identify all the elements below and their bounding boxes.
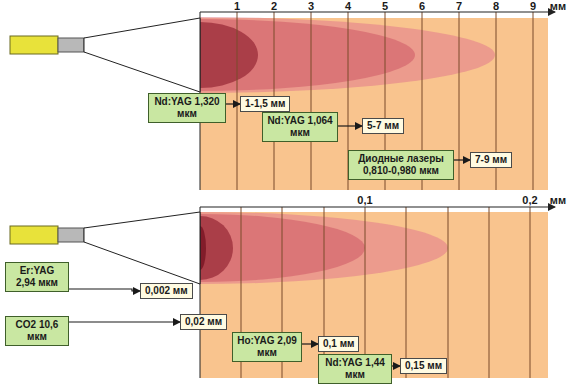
- depth-value: 0,15 мм: [405, 360, 442, 372]
- depth-value: 1-1,5 мм: [245, 98, 285, 110]
- laser-box: Диодные лазеры 0,810-0,980 мкм: [348, 150, 454, 180]
- laser-name: Nd:YAG 1,064 мкм: [266, 115, 334, 139]
- depth-box: 5-7 мм: [362, 118, 404, 134]
- laser-name: CO2 10,6 мкм: [9, 319, 65, 343]
- depth-value: 5-7 мм: [367, 120, 399, 132]
- axis-label: 0,1: [357, 195, 372, 206]
- depth-box: 0,002 мм: [140, 283, 193, 299]
- laser-box: Nd:YAG 1,44 мкм: [318, 354, 392, 384]
- penetration-zone: [200, 19, 415, 91]
- beam-cone: [84, 18, 200, 92]
- fiber-tip: [58, 38, 84, 52]
- axis-label: 0,2: [522, 195, 537, 206]
- fiber-tip: [58, 228, 84, 242]
- beam-cone: [84, 212, 200, 284]
- axis-label: 7: [456, 1, 462, 12]
- axis-label: 4: [345, 1, 351, 12]
- laser-name: Nd:YAG 1,44 мкм: [322, 357, 388, 381]
- laser-name: Ho:YAG 2,09 мкм: [236, 335, 298, 359]
- axis-label: 6: [419, 1, 425, 12]
- axis-label: 3: [308, 1, 314, 12]
- depth-value: 0,1 мм: [323, 338, 354, 350]
- fiber: [10, 226, 58, 244]
- axis-label: 8: [493, 1, 499, 12]
- depth-box: 1-1,5 мм: [240, 96, 290, 112]
- depth-value: 0,02 мм: [185, 316, 222, 328]
- penetration-zone: [200, 22, 258, 88]
- depth-value: 7-9 мм: [475, 154, 507, 166]
- axis-label: мм: [550, 1, 566, 12]
- depth-box: 0,02 мм: [180, 314, 227, 330]
- depth-arrow: [226, 103, 240, 104]
- laser-box: Ho:YAG 2,09 мкм: [232, 332, 302, 362]
- axis-label: 5: [382, 1, 388, 12]
- depth-box: 0,1 мм: [318, 336, 359, 352]
- laser-name: Nd:YAG 1,320 мкм: [152, 96, 222, 120]
- penetration-zone: [200, 226, 206, 270]
- laser-box: Nd:YAG 1,064 мкм: [262, 112, 338, 142]
- axis-label: 9: [530, 1, 536, 12]
- depth-arrow: [338, 125, 362, 126]
- axis-label: мм: [550, 195, 566, 206]
- depth-arrow: [392, 365, 400, 366]
- axis-label: 1: [234, 1, 240, 12]
- laser-box: Er:YAG 2,94 мкм: [5, 262, 69, 292]
- depth-value: 0,002 мм: [145, 285, 188, 297]
- depth-box: 0,15 мм: [400, 358, 447, 374]
- grid-lines: [237, 12, 533, 190]
- depth-arrow: [69, 321, 180, 322]
- axis-label: 2: [271, 1, 277, 12]
- axis: [200, 206, 555, 207]
- laser-name: Er:YAG 2,94 мкм: [9, 265, 65, 289]
- depth-arrow: [454, 159, 470, 160]
- fiber: [10, 36, 58, 54]
- depth-box: 7-9 мм: [470, 152, 512, 168]
- laser-box: CO2 10,6 мкм: [5, 316, 69, 346]
- axis: [200, 11, 555, 12]
- laser-box: Nd:YAG 1,320 мкм: [148, 93, 226, 123]
- laser-name: Диодные лазеры 0,810-0,980 мкм: [352, 153, 450, 177]
- depth-arrow: [69, 289, 140, 291]
- penetration-zone: [200, 216, 233, 280]
- depth-arrow: [302, 343, 318, 344]
